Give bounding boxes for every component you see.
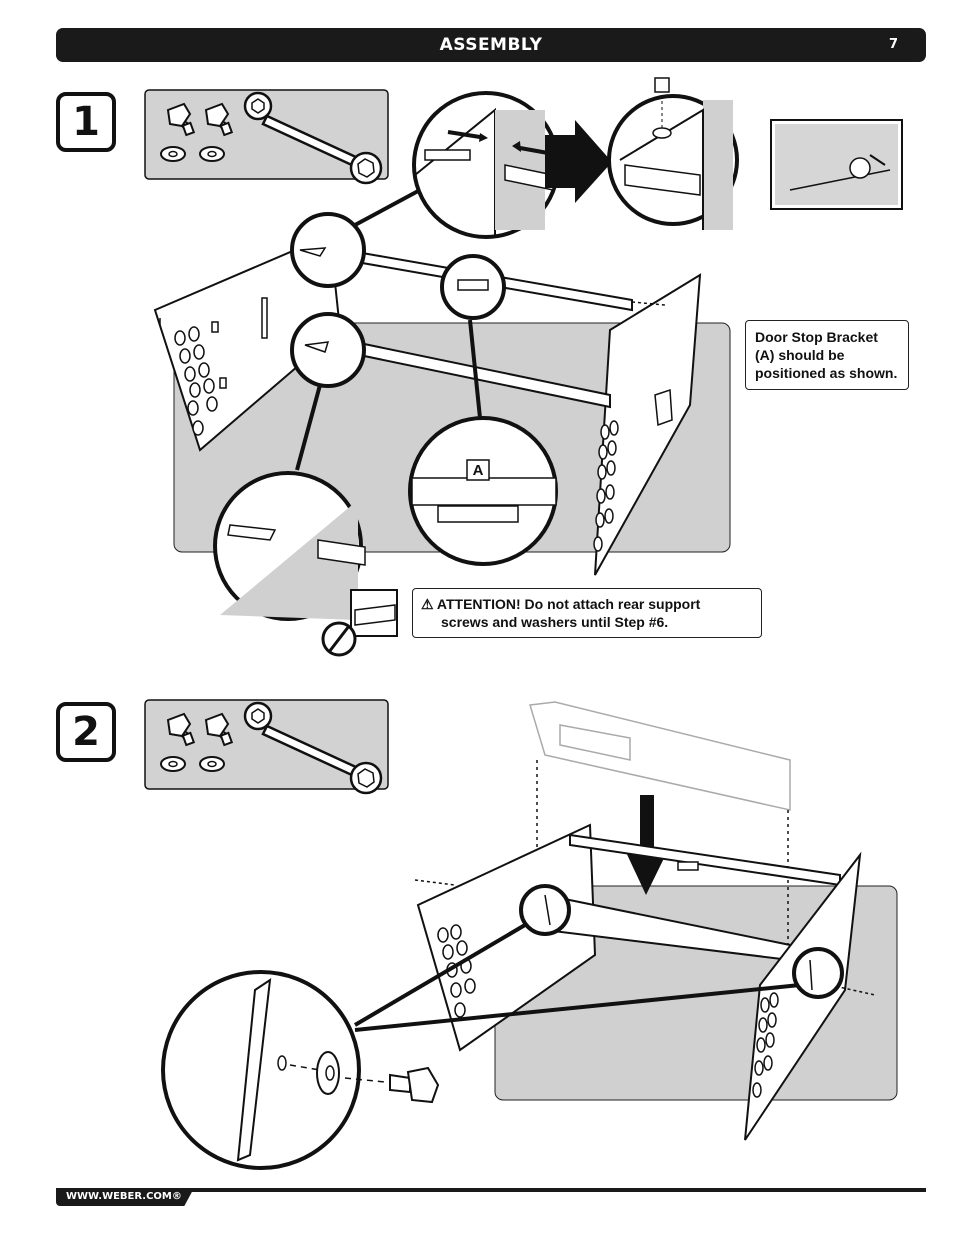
thumbscrew-icon (389, 1073, 411, 1094)
part-a-label: A (472, 462, 484, 479)
door-stop-note: Door Stop Bracket (A) should be position… (745, 320, 909, 390)
arrow-down-icon (625, 850, 668, 895)
right-side-panel (593, 273, 702, 576)
door-stop-note-text: Door Stop Bracket (A) should be position… (755, 329, 898, 381)
page-number: 7 (888, 37, 898, 52)
section-title: ASSEMBLY (439, 35, 543, 55)
step-2-badge: 2 (56, 702, 116, 762)
washer-icon (199, 756, 225, 772)
detail-a-circle (408, 416, 558, 566)
attention-line-2: screws and washers until Step #6. (441, 614, 669, 630)
attention-line-1: ⚠ ATTENTION! Do not attach rear support (421, 596, 701, 612)
footer-website: WWW.WEBER.COM® (56, 1188, 194, 1206)
left-side-panel (153, 233, 342, 452)
section-header: ASSEMBLY 7 (56, 28, 926, 62)
washer-icon (160, 146, 186, 162)
step1-detail-bottom (213, 471, 398, 657)
step1-parts-box (144, 89, 389, 185)
washer-icon (199, 146, 225, 162)
footer-rule (56, 1188, 926, 1192)
step2-parts-box (144, 699, 389, 795)
washer-icon (160, 756, 186, 772)
arrow-right-icon (545, 120, 612, 203)
step-1-badge: 1 (56, 92, 116, 152)
step2-detail (161, 884, 844, 1170)
rotate-arrow-icon (849, 157, 871, 179)
attention-box: ⚠ ATTENTION! Do not attach rear support … (412, 588, 762, 638)
step1-detail-top (412, 77, 903, 239)
